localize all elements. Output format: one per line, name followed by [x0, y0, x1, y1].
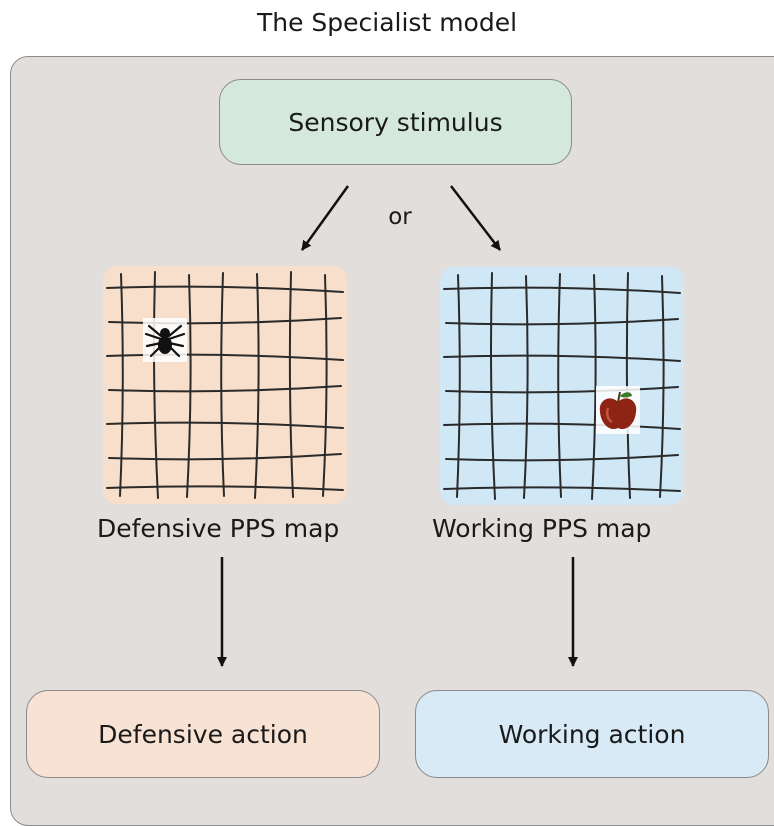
spider-icon	[143, 318, 187, 362]
grid-line	[445, 386, 679, 394]
defensive-map-label: Defensive PPS map	[97, 514, 340, 543]
apple-icon	[596, 386, 640, 434]
sensory-stimulus-box: Sensory stimulus	[219, 79, 572, 165]
grid-line	[443, 422, 681, 430]
defensive-action-label: Defensive action	[98, 719, 308, 749]
grid-line	[443, 354, 681, 362]
grid-line	[186, 274, 192, 498]
sensory-stimulus-label: Sensory stimulus	[288, 107, 503, 137]
grid-line	[445, 454, 679, 462]
grid-line	[445, 318, 679, 326]
arrow-to-working-map	[450, 185, 501, 251]
working-action-label: Working action	[498, 719, 686, 749]
working-grid	[443, 272, 681, 500]
arrow-to-defensive-map	[300, 185, 350, 251]
or-label: or	[388, 204, 412, 230]
grid-line	[288, 271, 294, 498]
grid-line	[443, 486, 681, 492]
working-action-box: Working action	[415, 690, 769, 778]
grid-line	[106, 421, 344, 429]
working-pps-map	[440, 267, 684, 505]
grid-line	[119, 273, 124, 497]
grid-line	[106, 285, 344, 293]
diagram-title: The Specialist model	[256, 8, 518, 37]
grid-line	[153, 271, 159, 499]
grid-line	[106, 353, 344, 361]
working-map-label: Working PPS map	[432, 514, 652, 543]
defensive-action-box: Defensive action	[26, 690, 380, 778]
grid-line	[456, 274, 461, 498]
grid-line	[220, 272, 225, 497]
defensive-grid	[106, 271, 344, 499]
grid-line	[254, 273, 260, 499]
grid-line	[523, 275, 529, 499]
grid-line	[108, 317, 342, 325]
grid-line	[591, 274, 597, 500]
grid-line	[557, 273, 562, 498]
grid-line	[443, 286, 681, 294]
grid-line	[108, 385, 342, 393]
defensive-pps-map	[103, 266, 347, 504]
grid-line	[106, 485, 344, 491]
grid-line	[108, 453, 342, 461]
grid-line	[490, 272, 496, 500]
